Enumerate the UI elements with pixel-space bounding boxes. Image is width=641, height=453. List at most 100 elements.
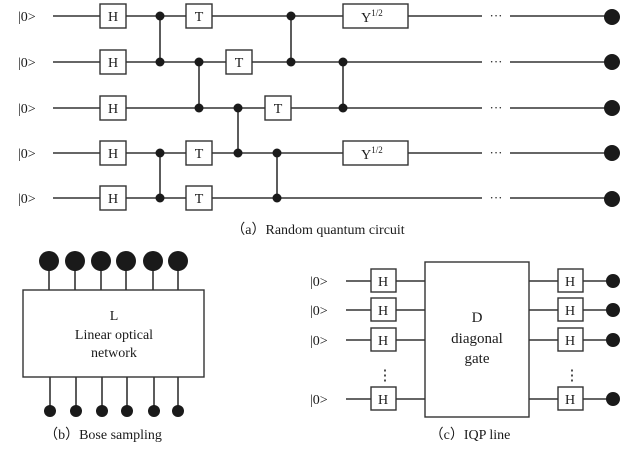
h-gate-label: H — [565, 304, 575, 319]
measurement-dot — [604, 145, 620, 161]
detector — [44, 405, 56, 417]
measurement-dot — [606, 333, 620, 347]
t-gate — [225, 49, 253, 75]
qubit-label: |0> — [18, 102, 36, 117]
cz-control-dot — [194, 103, 204, 113]
photon-source — [65, 251, 85, 271]
detector — [121, 405, 133, 417]
cz-control-dot — [338, 103, 348, 113]
cz-control-dot — [272, 148, 282, 158]
h-gate-label: H — [108, 192, 118, 207]
random-quantum-circuit: |0> |0> |0> |0> |0> — [18, 3, 620, 238]
qubit-label: |0> — [18, 147, 36, 162]
network-label-line1: Linear optical — [75, 328, 153, 343]
cz-control-dot — [338, 57, 348, 67]
cz-control-dot — [155, 193, 165, 203]
diagonal-gate-label-line2: gate — [465, 351, 490, 367]
qubit-label: |0> — [310, 334, 328, 349]
h-gate — [557, 268, 584, 293]
network-label-line2: network — [91, 346, 137, 361]
h-gate-label: H — [565, 334, 575, 349]
h-gate-label: H — [565, 393, 575, 408]
h-gate-label: H — [108, 147, 118, 162]
photon-source — [143, 251, 163, 271]
cz-gates — [155, 11, 348, 203]
ellipsis: ··· — [490, 54, 503, 69]
t-gate-label: T — [235, 56, 244, 71]
photon-source — [91, 251, 111, 271]
qubit-label: |0> — [310, 275, 328, 290]
vertical-ellipsis: ⋮ — [565, 368, 580, 384]
h-gate — [99, 3, 127, 29]
photon-source — [39, 251, 59, 271]
t-gate — [185, 140, 213, 166]
ellipsis: ··· — [490, 190, 503, 205]
t-gate — [185, 3, 213, 29]
cz-control-dot — [233, 148, 243, 158]
sqrt-y-gate — [342, 140, 409, 166]
detector — [172, 405, 184, 417]
wires — [53, 15, 612, 199]
h-gate — [99, 95, 127, 121]
linear-optical-network-box — [22, 289, 205, 378]
t-gate-label: T — [195, 10, 204, 25]
qubit-label: |0> — [18, 192, 36, 207]
qubit-label: |0> — [18, 56, 36, 71]
cz-control-dot — [155, 57, 165, 67]
h-gate-label: H — [378, 393, 388, 408]
h-gate-label: H — [378, 304, 388, 319]
sqrt-y-gate-label: Y1/2 — [361, 8, 383, 26]
h-gate-label: H — [378, 275, 388, 290]
h-gate — [557, 327, 584, 352]
caption-c: （c）IQP line — [430, 427, 511, 443]
iqp-circuit: |0> |0> |0> |0> H H H ⋮ H D diagonal gat… — [310, 261, 620, 443]
h-gate — [370, 327, 397, 352]
t-gates: T T T T T — [185, 3, 292, 211]
diagonal-gate-title: D — [472, 310, 483, 326]
h-gate — [99, 49, 127, 75]
cz-control-dot — [286, 57, 296, 67]
sqrt-y-gate — [342, 3, 409, 29]
input-modes — [39, 251, 188, 290]
diagonal-gate-label-line1: diagonal — [451, 331, 503, 347]
sqrt-y-gate-label: Y1/2 — [361, 145, 383, 163]
vertical-ellipsis: ⋮ — [378, 368, 393, 384]
ellipsis: ··· — [490, 8, 503, 23]
h-gate — [370, 386, 397, 411]
ellipsis: ··· — [490, 100, 503, 115]
cz-control-dot — [155, 11, 165, 21]
measurement-dot — [606, 303, 620, 317]
qubit-label: |0> — [310, 304, 328, 319]
cz-control-dot — [286, 11, 296, 21]
t-gate-label: T — [195, 192, 204, 207]
ellipsis: ··· — [490, 145, 503, 160]
cz-control-dot — [194, 57, 204, 67]
output-modes — [44, 377, 184, 417]
t-gate — [185, 185, 213, 211]
h-gate — [99, 185, 127, 211]
h-gates: H H H H H — [99, 3, 127, 211]
h-gate — [557, 297, 584, 322]
qubit-label: |0> — [310, 393, 328, 408]
caption-b: （b）Bose sampling — [44, 427, 162, 443]
detector — [70, 405, 82, 417]
h-gate — [370, 268, 397, 293]
detector — [148, 405, 160, 417]
t-gate — [264, 95, 292, 121]
cz-control-dot — [233, 103, 243, 113]
measurement-dot — [604, 9, 620, 25]
measurement-dot — [604, 54, 620, 70]
caption-a: （a）Random quantum circuit — [231, 222, 405, 238]
detector — [96, 405, 108, 417]
h-gate-label: H — [108, 102, 118, 117]
t-gate-label: T — [274, 102, 283, 117]
sqrt-y-gates: Y1/2 Y1/2 — [342, 3, 409, 166]
cz-control-dot — [155, 148, 165, 158]
h-gate — [557, 386, 584, 411]
photon-source — [168, 251, 188, 271]
measurement-dot — [606, 392, 620, 406]
measurement-dot — [606, 274, 620, 288]
photon-source — [116, 251, 136, 271]
ellipses: ··· ··· ··· ··· ··· — [490, 8, 503, 205]
